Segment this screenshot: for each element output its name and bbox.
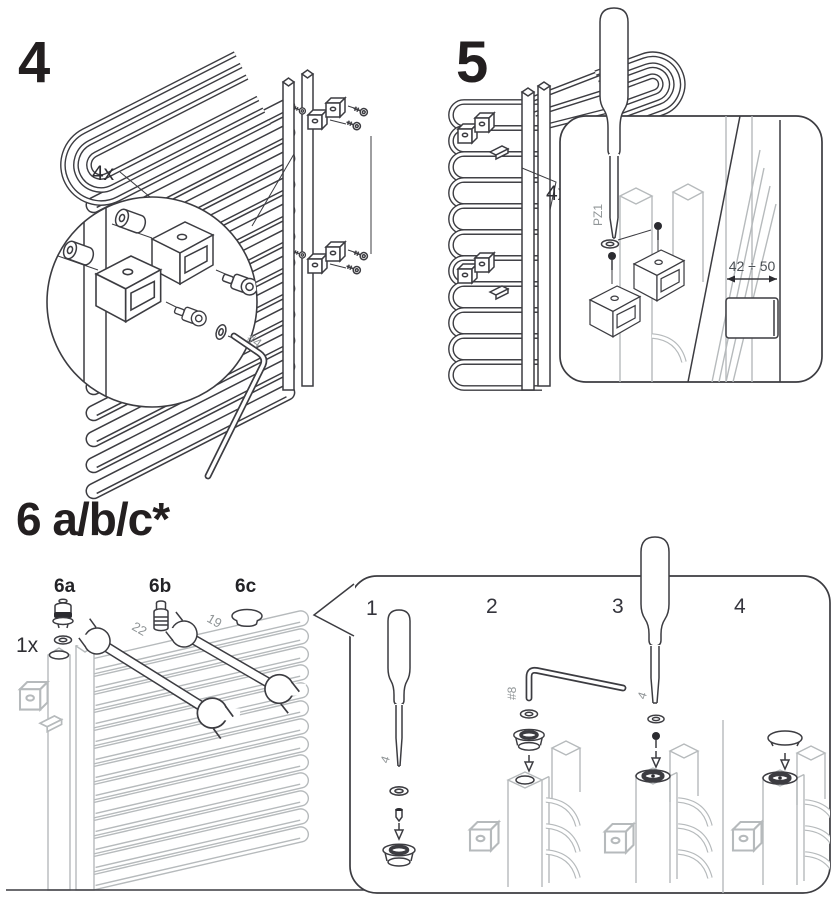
- callout-pointer: [312, 583, 355, 637]
- fixing-screw: [608, 252, 616, 284]
- substep-2-number: 2: [486, 595, 498, 618]
- bracket-cube: [18, 680, 49, 711]
- wrench-icon: [154, 608, 312, 718]
- bracket-cube: [731, 820, 763, 852]
- wrench-size-label: 19: [205, 611, 225, 631]
- step5-number: 5: [456, 30, 488, 95]
- detail-callout-panel: 42 ÷ 50 PZ1: [559, 115, 823, 383]
- part-6b-plug: [153, 600, 169, 632]
- washer: [53, 635, 73, 645]
- step6-quantity-label: 1x: [16, 634, 39, 657]
- substep-3-number: 3: [612, 595, 624, 618]
- substep-4: [722, 720, 830, 893]
- step6-illustration: 22 19 6a 6b 6c: [6, 536, 831, 894]
- distance-range-label: 42 ÷ 50: [729, 258, 776, 274]
- washer: [647, 714, 665, 724]
- installed-plug: [763, 772, 797, 784]
- variant-b-label: 6b: [149, 576, 171, 597]
- mounting-bracket-cluster-bottom: [291, 241, 370, 276]
- screwdriver-icon: 4: [635, 536, 670, 704]
- mounting-bracket-cluster-top: [291, 97, 370, 132]
- wrench-icon: [67, 614, 247, 744]
- installed-plug: [636, 770, 670, 782]
- screwdriver-icon: [599, 7, 629, 239]
- valve-core: [395, 808, 403, 823]
- substep-1: 4: [378, 609, 417, 868]
- washer: [519, 709, 539, 719]
- radiator-side-view: [451, 46, 691, 390]
- substep-4-number: 4: [734, 595, 746, 618]
- substep-3: [603, 714, 710, 884]
- screwdriver-icon: [387, 609, 411, 706]
- dimension-arrow: [727, 275, 777, 283]
- washer: [389, 786, 409, 796]
- bracket-cube: [603, 822, 635, 854]
- washer: [600, 239, 620, 249]
- fixing-screw: [652, 732, 660, 748]
- step5-illustration: 4x: [451, 7, 823, 390]
- cover-cap: [767, 730, 803, 747]
- port-hole: [515, 775, 535, 785]
- step6-number: 6 a/b/c*: [16, 493, 170, 545]
- variant-c-label: 6c: [235, 576, 257, 597]
- magnifier-detail-circle: [46, 171, 258, 408]
- variant-a-label: 6a: [54, 576, 76, 597]
- magnifier-leader-line: [251, 153, 295, 227]
- collector-posts: [520, 81, 552, 391]
- substep-2: #8: [468, 670, 623, 888]
- wrench-size-label: 22: [130, 619, 150, 639]
- part-6c-cap: [231, 608, 263, 628]
- washer: [215, 324, 227, 340]
- radiator-front-isometric: [6, 608, 428, 893]
- step4-illustration: 4x #4: [46, 54, 372, 502]
- radiator-posts-light: [618, 183, 705, 382]
- screwdriver-size-label: 4: [378, 754, 393, 765]
- hex-key-size-label: #8: [505, 686, 519, 700]
- step4-quantity-label: 4x: [92, 162, 115, 185]
- step4-number: 4: [18, 30, 50, 95]
- part-6a-air-vent: [52, 598, 74, 629]
- hex-key-size-label: #4: [244, 330, 264, 351]
- screwdriver-type-label: PZ1: [591, 204, 605, 226]
- fixing-screw: [654, 222, 662, 252]
- substep-1-number: 1: [366, 597, 378, 620]
- bracket-cube: [468, 820, 500, 852]
- screwdriver-size-label: 4: [635, 690, 650, 701]
- substeps-callout-panel: 4 #8: [312, 536, 831, 894]
- quantity-pointer: [521, 167, 557, 211]
- air-vent-port-hole: [48, 650, 70, 660]
- bracket-side-view: [725, 297, 779, 339]
